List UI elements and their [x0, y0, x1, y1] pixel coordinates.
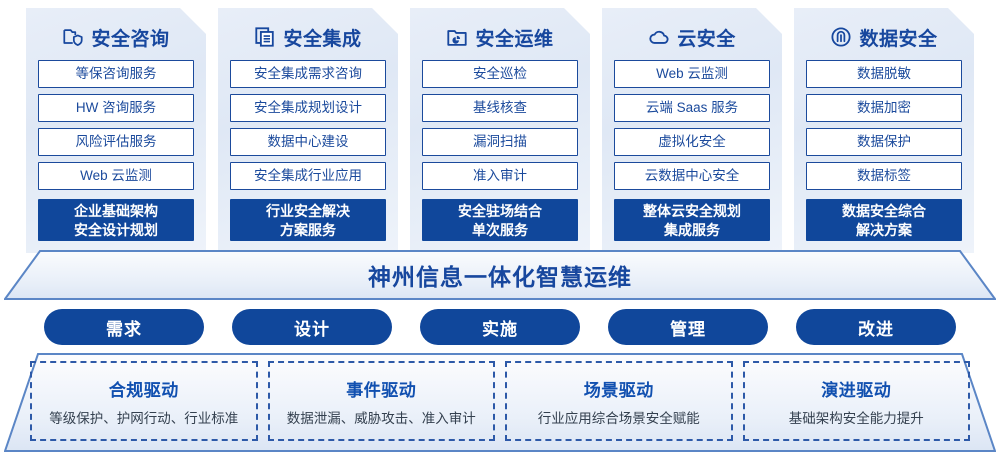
pillar-title: 安全集成	[283, 28, 362, 50]
service-item[interactable]: 安全集成规划设计	[230, 94, 386, 122]
solution-line-1: 企业基础架构	[74, 203, 158, 219]
driver-box-row: 合规驱动 等级保护、护网行动、行业标准 事件驱动 数据泄漏、威胁攻击、准入审计 …	[30, 361, 970, 441]
service-item[interactable]: 准入审计	[422, 162, 578, 190]
driver-box-compliance[interactable]: 合规驱动 等级保护、护网行动、行业标准	[30, 361, 258, 441]
pillar-service-list: Web 云监测 云端 Saas 服务 虚拟化安全 云数据中心安全 整体云安全规划…	[602, 60, 782, 251]
solution-line-2: 安全设计规划	[74, 222, 158, 238]
pillar-header: 云安全	[602, 8, 782, 60]
service-item[interactable]: 云数据中心安全	[614, 162, 770, 190]
driver-title: 事件驱动	[346, 380, 417, 400]
platform-title: 神州信息一体化智慧运维	[368, 264, 632, 290]
service-item[interactable]: Web 云监测	[38, 162, 194, 190]
solution-line-1: 行业安全解决	[266, 203, 350, 219]
service-item[interactable]: 云端 Saas 服务	[614, 94, 770, 122]
driver-title: 场景驱动	[583, 380, 654, 400]
phase-pill-requirement[interactable]: 需求	[44, 309, 204, 345]
solution-line-2: 解决方案	[856, 222, 912, 238]
solution-line-1: 整体云安全规划	[643, 203, 741, 219]
service-item[interactable]: 虚拟化安全	[614, 128, 770, 156]
pillar-header: 安全咨询	[26, 8, 206, 60]
fingerprint-icon	[830, 26, 852, 48]
driver-box-evolution[interactable]: 演进驱动 基础架构安全能力提升	[742, 361, 970, 441]
driver-box-scenario[interactable]: 场景驱动 行业应用综合场景安全赋能	[505, 361, 733, 441]
driver-description: 基础架构安全能力提升	[788, 410, 924, 426]
service-item[interactable]: 数据加密	[806, 94, 962, 122]
service-item[interactable]: 安全集成行业应用	[230, 162, 386, 190]
cloud-icon	[648, 26, 670, 48]
phase-pill-implementation[interactable]: 实施	[420, 309, 580, 345]
pillar-card-data-security[interactable]: 数据安全 数据脱敏 数据加密 数据保护 数据标签 数据安全综合 解决方案	[794, 8, 974, 253]
pillar-title: 云安全	[677, 28, 736, 50]
folder-shield-icon	[62, 26, 84, 48]
pillar-card-row: 安全咨询 等保咨询服务 HW 咨询服务 风险评估服务 Web 云监测 企业基础架…	[0, 8, 1000, 253]
driver-description: 等级保护、护网行动、行业标准	[49, 410, 239, 426]
pillar-card-security-operations[interactable]: 安全运维 安全巡检 基线核查 漏洞扫描 准入审计 安全驻场结合 单次服务	[410, 8, 590, 253]
driver-title: 合规驱动	[108, 380, 179, 400]
driver-description: 行业应用综合场景安全赋能	[537, 410, 700, 426]
pillar-solution-banner[interactable]: 整体云安全规划 集成服务	[614, 199, 770, 241]
pillar-card-security-integration[interactable]: 安全集成 安全集成需求咨询 安全集成规划设计 数据中心建设 安全集成行业应用 行…	[218, 8, 398, 253]
pillar-header: 安全集成	[218, 8, 398, 60]
pillar-service-list: 安全巡检 基线核查 漏洞扫描 准入审计 安全驻场结合 单次服务	[410, 60, 590, 251]
solution-line-1: 数据安全综合	[842, 203, 926, 219]
pillar-title: 安全运维	[475, 28, 554, 50]
service-item[interactable]: 数据脱敏	[806, 60, 962, 88]
pillar-service-list: 等保咨询服务 HW 咨询服务 风险评估服务 Web 云监测 企业基础架构 安全设…	[26, 60, 206, 251]
driver-box-incident[interactable]: 事件驱动 数据泄漏、威胁攻击、准入审计	[267, 361, 495, 441]
phase-pill-row: 需求 设计 实施 管理 改进	[44, 309, 956, 345]
phase-pill-improvement[interactable]: 改进	[796, 309, 956, 345]
pillar-title: 安全咨询	[91, 28, 170, 50]
service-item[interactable]: 数据中心建设	[230, 128, 386, 156]
pillar-solution-banner[interactable]: 安全驻场结合 单次服务	[422, 199, 578, 241]
solution-line-2: 方案服务	[280, 222, 336, 238]
pillar-header: 数据安全	[794, 8, 974, 60]
pillar-card-security-consulting[interactable]: 安全咨询 等保咨询服务 HW 咨询服务 风险评估服务 Web 云监测 企业基础架…	[26, 8, 206, 253]
solution-line-2: 集成服务	[664, 222, 720, 238]
folder-chart-icon	[446, 26, 468, 48]
pillar-service-list: 数据脱敏 数据加密 数据保护 数据标签 数据安全综合 解决方案	[794, 60, 974, 251]
service-item[interactable]: HW 咨询服务	[38, 94, 194, 122]
service-item[interactable]: 基线核查	[422, 94, 578, 122]
pillar-service-list: 安全集成需求咨询 安全集成规划设计 数据中心建设 安全集成行业应用 行业安全解决…	[218, 60, 398, 251]
pillar-title: 数据安全	[859, 28, 938, 50]
service-item[interactable]: 安全集成需求咨询	[230, 60, 386, 88]
documents-stack-icon	[254, 26, 276, 48]
pillar-card-cloud-security[interactable]: 云安全 Web 云监测 云端 Saas 服务 虚拟化安全 云数据中心安全 整体云…	[602, 8, 782, 253]
pillar-solution-banner[interactable]: 行业安全解决 方案服务	[230, 199, 386, 241]
solution-line-2: 单次服务	[472, 222, 528, 238]
pillar-solution-banner[interactable]: 企业基础架构 安全设计规划	[38, 199, 194, 241]
driver-title: 演进驱动	[821, 380, 892, 400]
pillar-header: 安全运维	[410, 8, 590, 60]
service-item[interactable]: 数据保护	[806, 128, 962, 156]
driver-description: 数据泄漏、威胁攻击、准入审计	[286, 410, 476, 426]
phase-pill-design[interactable]: 设计	[232, 309, 392, 345]
service-item[interactable]: Web 云监测	[614, 60, 770, 88]
solution-line-1: 安全驻场结合	[458, 203, 542, 219]
pillar-solution-banner[interactable]: 数据安全综合 解决方案	[806, 199, 962, 241]
service-item[interactable]: 漏洞扫描	[422, 128, 578, 156]
phase-pill-management[interactable]: 管理	[608, 309, 768, 345]
platform-band: 神州信息一体化智慧运维	[4, 250, 996, 300]
service-item[interactable]: 风险评估服务	[38, 128, 194, 156]
service-item[interactable]: 等保咨询服务	[38, 60, 194, 88]
service-item[interactable]: 数据标签	[806, 162, 962, 190]
service-item[interactable]: 安全巡检	[422, 60, 578, 88]
